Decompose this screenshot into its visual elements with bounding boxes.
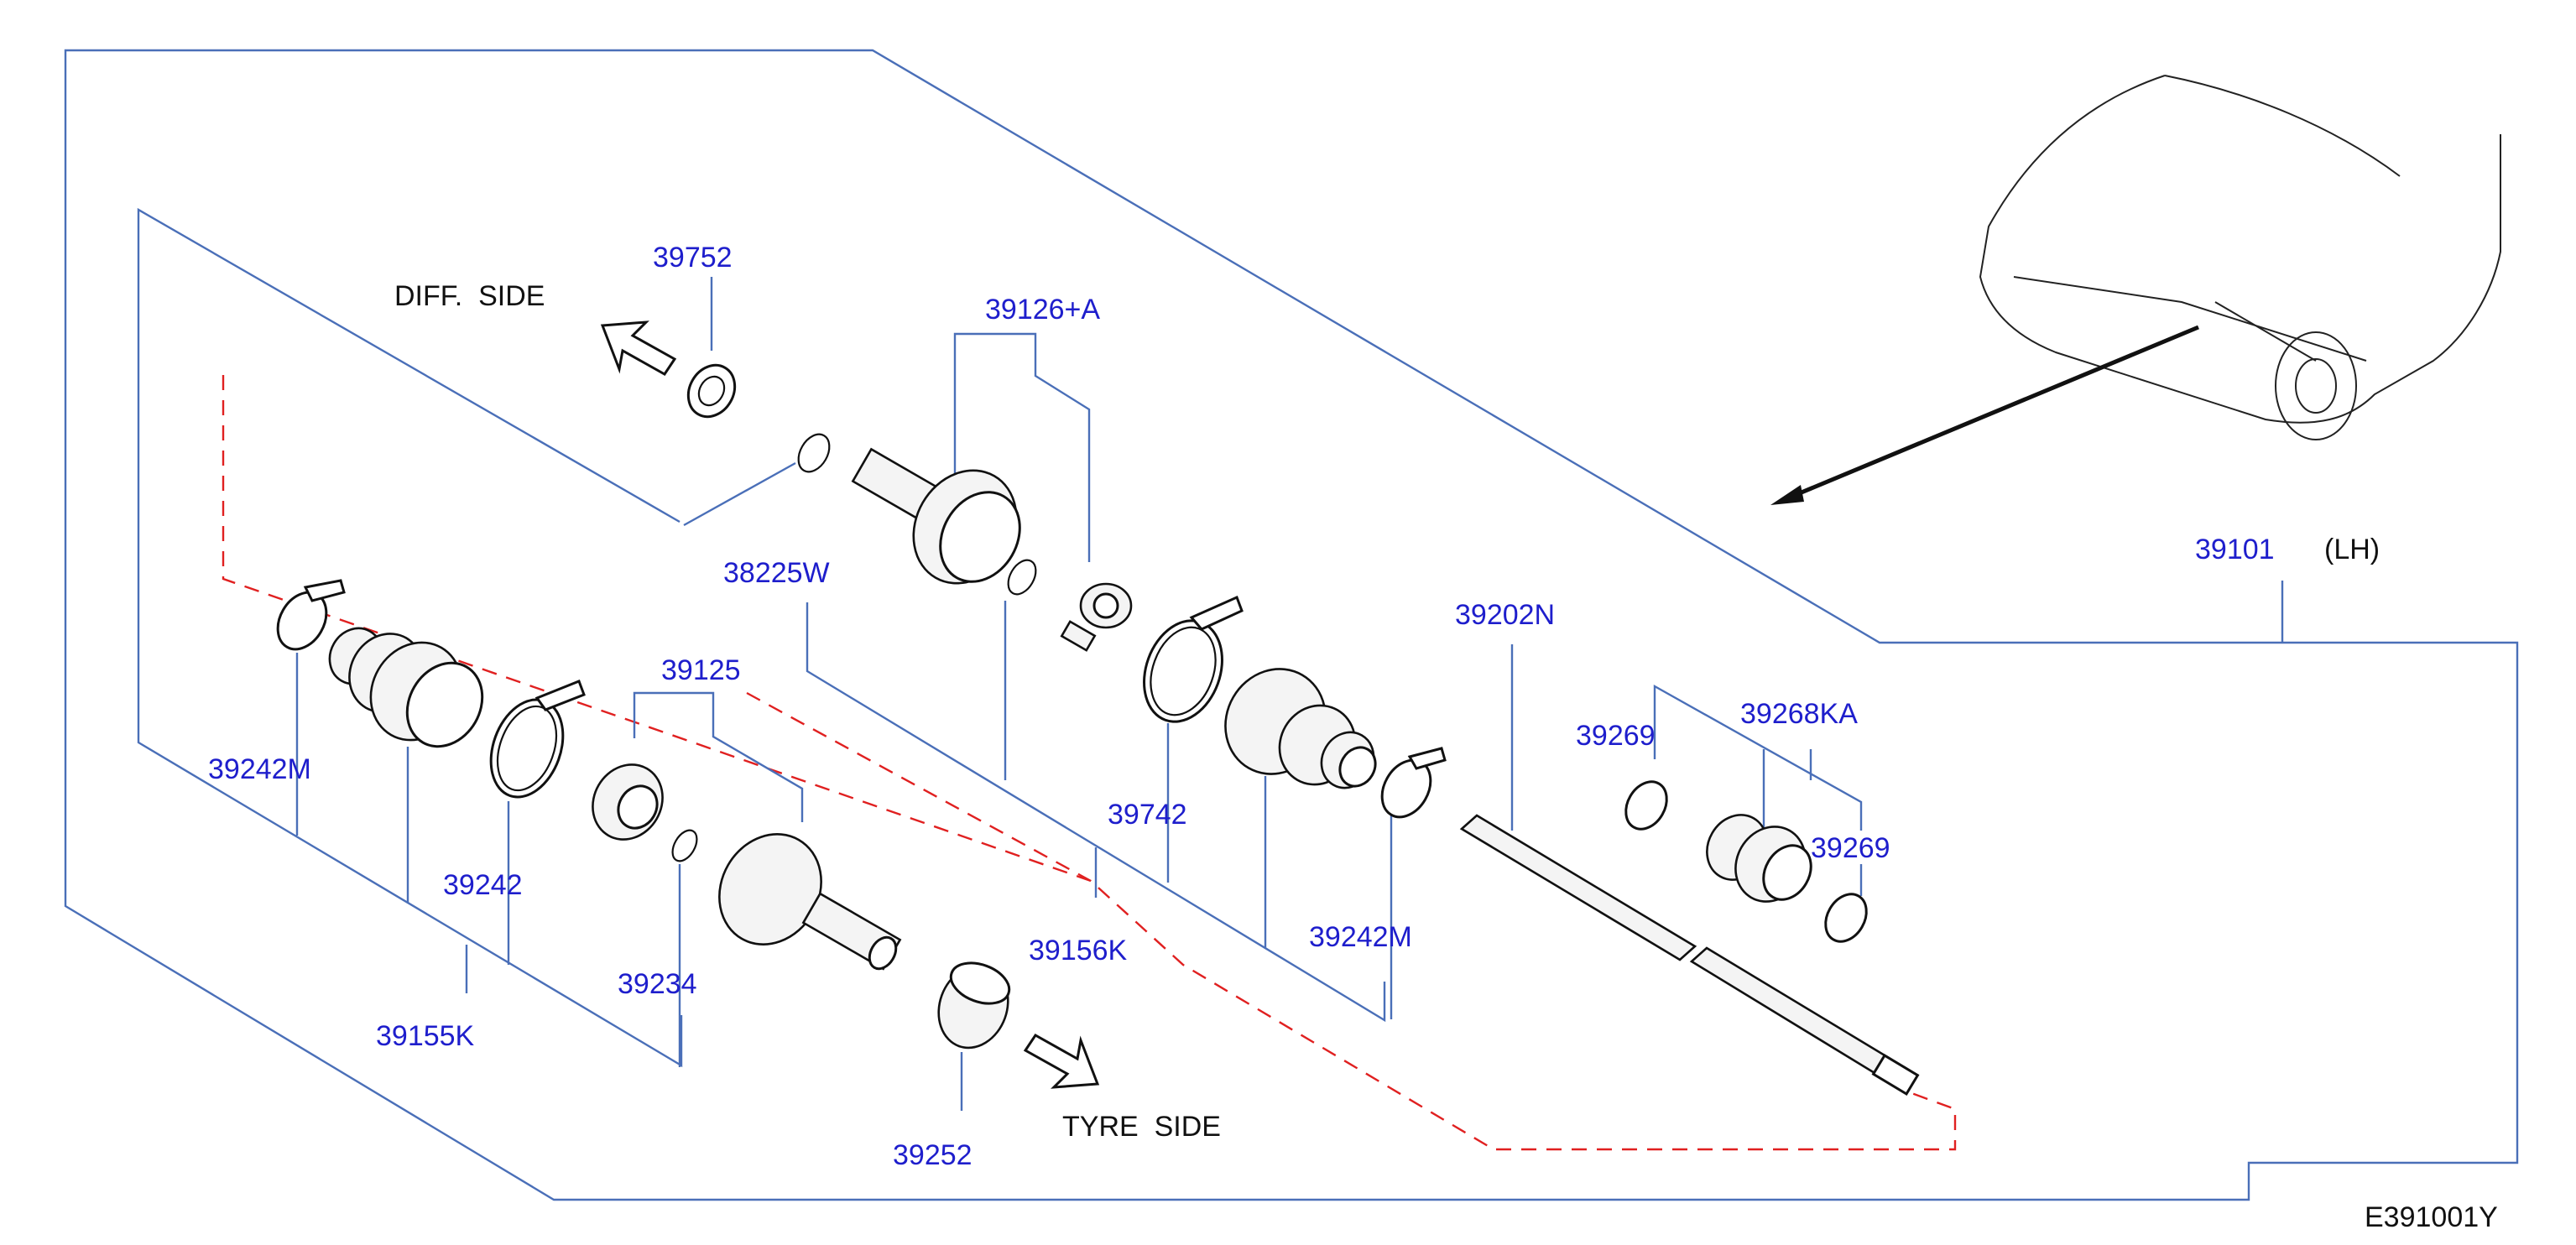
- assembly-side-label: (LH): [2324, 534, 2380, 565]
- band-39269-top-icon: [1624, 780, 1668, 831]
- assembly-frame: [64, 49, 2519, 1201]
- tyre-side-arrow-icon: [1023, 1034, 1100, 1089]
- subassembly-frame: [137, 207, 683, 1068]
- damper-39268KA-icon: [1706, 814, 1812, 903]
- outer-joint-icon: [718, 833, 902, 971]
- part-label-39202N: 39202N: [1455, 599, 1555, 631]
- boot-band-39242M-right-icon: [1380, 747, 1447, 819]
- leader-38225W: [683, 461, 796, 527]
- part-label-39742: 39742: [1108, 799, 1187, 831]
- assembly-number-label: 39101: [2195, 534, 2275, 565]
- boot-band-39242M-left-icon: [276, 579, 346, 651]
- diff-side-arrow-icon: [600, 320, 677, 376]
- drive-shaft-39202N-icon: [1459, 814, 1920, 1097]
- snap-ring-38225W-icon: [797, 433, 831, 473]
- circlip-icon: [1007, 559, 1037, 596]
- dust-cover-39252-icon: [937, 961, 1011, 1050]
- diff-side-label: DIFF. SIDE: [394, 280, 545, 312]
- location-arrow-icon: [1770, 485, 1804, 505]
- part-label-39752: 39752: [653, 242, 733, 273]
- part-label-39156K: 39156K: [1029, 935, 1128, 966]
- tyre-side-label: TYRE SIDE: [1062, 1111, 1221, 1143]
- outer-boot-icon: [328, 627, 484, 748]
- inner-joint-housing-icon: [851, 447, 1021, 585]
- part-label-39242M-left: 39242M: [208, 753, 311, 785]
- leader-38225W-down: [806, 602, 1386, 1023]
- circlip-39234-icon: [671, 829, 698, 862]
- seal-39752-icon: [686, 363, 737, 419]
- diagram-code-label: E391001Y: [2365, 1201, 2498, 1233]
- part-label-39125: 39125: [661, 654, 741, 686]
- dashed-group-link: [746, 691, 1092, 883]
- leader-39268KA: [1653, 684, 1863, 831]
- band-39269-bottom-icon: [1824, 893, 1868, 943]
- part-label-39252: 39252: [893, 1139, 973, 1171]
- part-label-38225W: 38225W: [723, 557, 830, 589]
- part-label-39268KA: 39268KA: [1740, 698, 1858, 730]
- part-label-39155K: 39155K: [376, 1020, 475, 1052]
- part-label-39242M-right: 39242M: [1309, 921, 1412, 953]
- part-label-39126A: 39126+A: [985, 294, 1100, 326]
- inner-race-icon: [592, 763, 664, 841]
- vehicle-location-icon: [1770, 75, 2501, 505]
- part-label-39234: 39234: [618, 968, 697, 1000]
- boot-band-39242-icon: [489, 680, 586, 799]
- inner-boot-icon: [1224, 668, 1377, 789]
- leader-39126A: [953, 332, 1091, 562]
- boot-band-39742-icon: [1143, 595, 1244, 723]
- spider-assembly-icon: [1060, 582, 1133, 652]
- part-label-39242: 39242: [443, 869, 523, 901]
- part-label-39269-top: 39269: [1576, 720, 1656, 752]
- part-label-39269-bottom: 39269: [1811, 832, 1890, 864]
- leader-39125: [633, 691, 804, 822]
